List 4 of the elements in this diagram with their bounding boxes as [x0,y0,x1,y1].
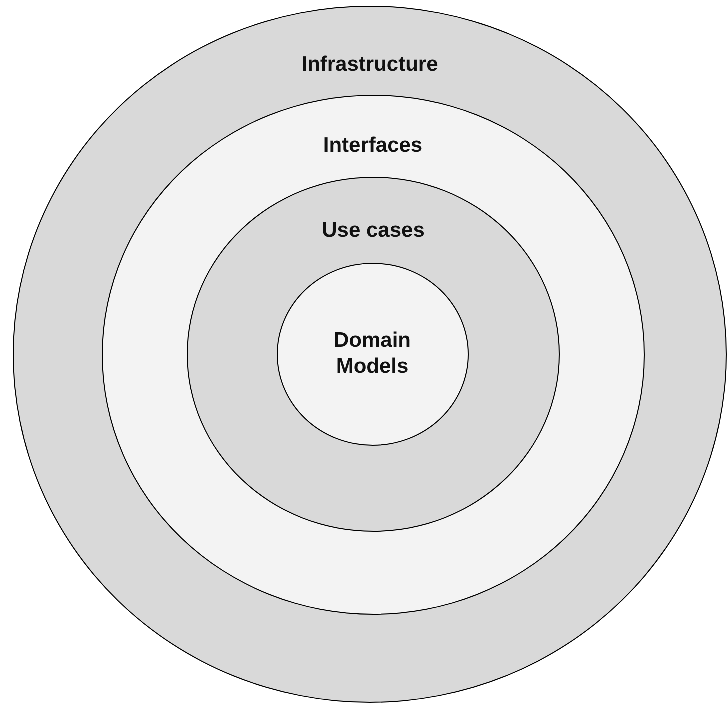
layer-label: Interfaces [323,132,423,158]
layer-label: Use cases [322,218,425,244]
layer-label: Infrastructure [302,52,438,78]
layer-label: Domain Models [332,328,412,380]
